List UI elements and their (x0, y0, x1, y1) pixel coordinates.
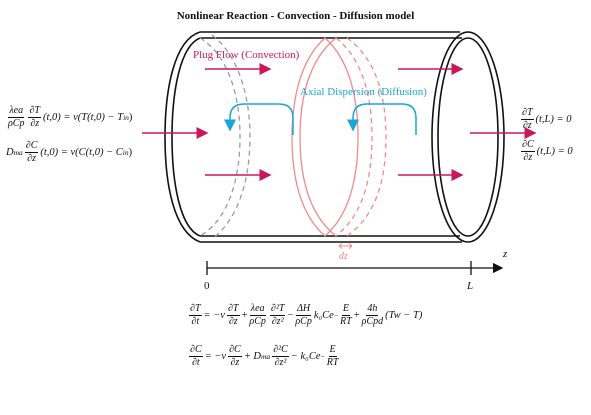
axis-z-label: z (503, 248, 508, 260)
reactor-cylinder (164, 31, 505, 243)
diffusion-arrows (224, 103, 417, 135)
plug-flow-label: Plug Flow (Convection) (193, 49, 300, 61)
convection-arrows (142, 63, 537, 181)
dz-label: dz (339, 251, 348, 262)
bc-right-concentration: ∂C∂z (t,L) = 0 (521, 139, 573, 163)
axial-dispersion-label: Axial Dispersion (Diffusion) (300, 86, 427, 98)
diagram-title: Nonlinear Reaction - Convection - Diffus… (176, 10, 415, 22)
axis-L-label: L (467, 280, 474, 292)
axis-zero-label: 0 (204, 280, 210, 292)
dz-slice (291, 37, 387, 249)
z-axis (206, 261, 504, 275)
bc-right-temperature: ∂T∂z (t,L) = 0 (521, 107, 572, 131)
